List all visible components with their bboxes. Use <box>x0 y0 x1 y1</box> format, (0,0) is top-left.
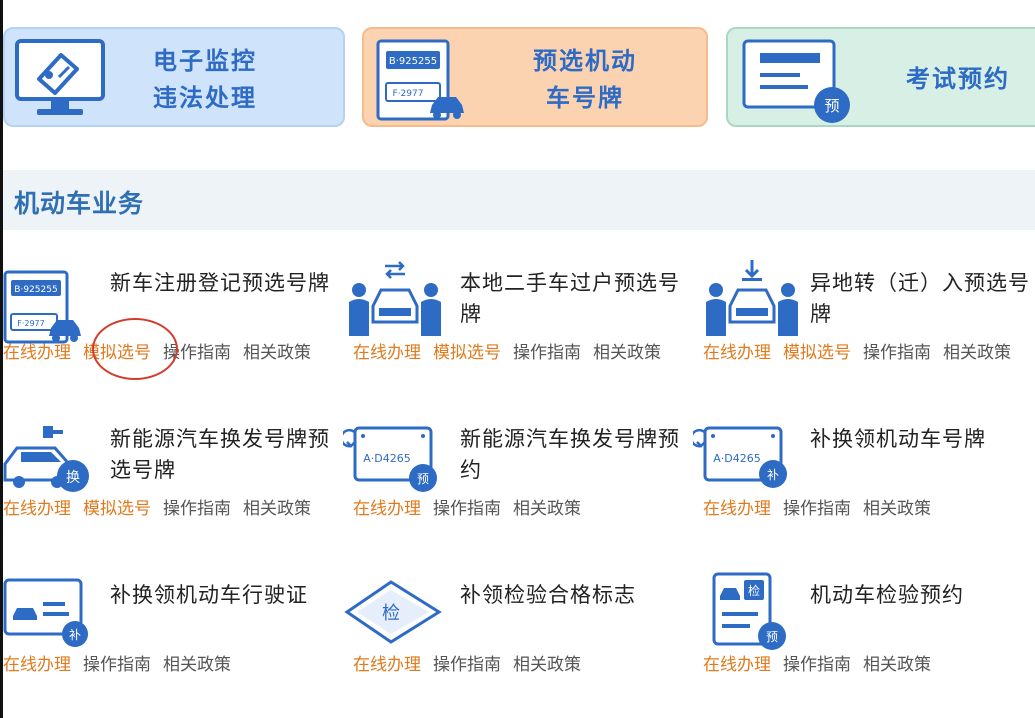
svc3-badge: 换 <box>66 469 80 486</box>
license-plate-icon: B·925255 F·2977 <box>376 39 464 121</box>
service-links-driving-license: 在线办理操作指南相关政策 <box>3 650 343 680</box>
section-header: 机动车业务 <box>3 170 1035 230</box>
service-title-ev-plate-booking[interactable]: 新能源汽车换发号牌预约 <box>460 427 680 482</box>
plate-bottom-text: F·2977 <box>393 89 424 99</box>
monitor-icon <box>15 39 105 115</box>
ev-car-icon: 换 <box>3 426 89 492</box>
car-relocate-icon <box>706 260 798 336</box>
svc0-plate-top: B·925255 <box>14 285 57 295</box>
plate-renew-booking-icon: A·D4265 预 <box>343 426 437 492</box>
link-online[interactable]: 在线办理 <box>3 499 71 519</box>
service-links-relocate: 在线办理模拟选号操作指南相关政策 <box>703 338 1035 368</box>
link-online[interactable]: 在线办理 <box>703 655 771 675</box>
service-title-relocate[interactable]: 异地转（迁）入预选号牌 <box>810 271 1030 326</box>
svc6-badge: 补 <box>69 628 81 642</box>
link-guide[interactable]: 操作指南 <box>163 343 231 363</box>
svc4-plate: A·D4265 <box>363 452 411 465</box>
link-online[interactable]: 在线办理 <box>703 343 771 363</box>
link-online[interactable]: 在线办理 <box>3 655 71 675</box>
link-guide[interactable]: 操作指南 <box>433 499 501 519</box>
card-monitor-line1: 电子监控 <box>153 47 257 75</box>
link-guide[interactable]: 操作指南 <box>863 343 931 363</box>
card-plate-line2: 车号牌 <box>546 84 624 112</box>
link-policy[interactable]: 相关政策 <box>243 499 311 519</box>
service-title-local-used-car[interactable]: 本地二手车过户预选号牌 <box>460 271 680 326</box>
service-title-plate-reissue[interactable]: 补换领机动车号牌 <box>810 427 986 451</box>
inspection-booking-icon: 检 预 <box>712 572 786 650</box>
driving-license-icon: 补 <box>3 578 88 647</box>
link-policy[interactable]: 相关政策 <box>863 499 931 519</box>
service-links-new-car: 在线办理模拟选号操作指南相关政策 <box>3 338 343 368</box>
link-policy[interactable]: 相关政策 <box>513 655 581 675</box>
inspection-sticker-icon: 检 <box>344 580 442 644</box>
section-title: 机动车业务 <box>14 189 145 218</box>
service-links-inspection-sticker: 在线办理操作指南相关政策 <box>353 650 693 680</box>
link-guide[interactable]: 操作指南 <box>783 655 851 675</box>
exam-booking-icon: 预 <box>742 39 850 123</box>
svc5-plate: A·D4265 <box>713 452 761 465</box>
link-guide[interactable]: 操作指南 <box>783 499 851 519</box>
plate-reissue-icon: A·D4265 补 <box>693 426 787 488</box>
license-plate-car-icon: B·925255 F·2977 <box>3 270 81 344</box>
car-transfer-icon <box>349 261 441 336</box>
link-policy[interactable]: 相关政策 <box>943 343 1011 363</box>
svc5-badge: 补 <box>767 468 779 482</box>
link-policy[interactable]: 相关政策 <box>513 499 581 519</box>
link-online[interactable]: 在线办理 <box>353 499 421 519</box>
service-title-ev-plate-preselect[interactable]: 新能源汽车换发号牌预选号牌 <box>110 427 330 482</box>
service-title-driving-license[interactable]: 补换领机动车行驶证 <box>110 583 308 607</box>
card-electronic-monitoring[interactable]: 电子监控 违法处理 <box>3 27 345 127</box>
service-links-plate-reissue: 在线办理操作指南相关政策 <box>703 494 1035 524</box>
link-simulate[interactable]: 模拟选号 <box>433 343 501 363</box>
link-online[interactable]: 在线办理 <box>703 499 771 519</box>
link-guide[interactable]: 操作指南 <box>83 655 151 675</box>
service-title-new-car[interactable]: 新车注册登记预选号牌 <box>110 271 330 295</box>
svc8-badge: 预 <box>766 630 778 644</box>
svc8-badge-top: 检 <box>748 583 760 598</box>
card-plate-preselect[interactable]: B·925255 F·2977 预选机动 车号牌 <box>362 27 708 127</box>
link-guide[interactable]: 操作指南 <box>513 343 581 363</box>
link-simulate[interactable]: 模拟选号 <box>83 499 151 519</box>
svc7-badge: 检 <box>382 603 400 624</box>
service-links-local-used-car: 在线办理模拟选号操作指南相关政策 <box>353 338 693 368</box>
link-online[interactable]: 在线办理 <box>353 655 421 675</box>
link-online[interactable]: 在线办理 <box>3 343 71 363</box>
svc4-badge: 预 <box>417 472 429 486</box>
link-guide[interactable]: 操作指南 <box>433 655 501 675</box>
service-links-ev-plate-preselect: 在线办理模拟选号操作指南相关政策 <box>3 494 343 524</box>
link-policy[interactable]: 相关政策 <box>243 343 311 363</box>
link-simulate[interactable]: 模拟选号 <box>83 343 151 363</box>
card-plate-line1: 预选机动 <box>533 47 637 75</box>
service-title-inspection-sticker[interactable]: 补领检验合格标志 <box>460 583 636 607</box>
link-policy[interactable]: 相关政策 <box>163 655 231 675</box>
link-policy[interactable]: 相关政策 <box>863 655 931 675</box>
link-simulate[interactable]: 模拟选号 <box>783 343 851 363</box>
service-links-ev-plate-booking: 在线办理操作指南相关政策 <box>353 494 693 524</box>
service-links-inspection-booking: 在线办理操作指南相关政策 <box>703 650 1035 680</box>
service-title-inspection-booking[interactable]: 机动车检验预约 <box>810 583 964 607</box>
exam-badge: 预 <box>824 97 839 115</box>
card-exam-booking[interactable]: 预 考试预约 <box>726 27 1035 127</box>
card-exam-label: 考试预约 <box>906 65 1010 93</box>
card-monitor-line2: 违法处理 <box>153 84 257 112</box>
link-guide[interactable]: 操作指南 <box>163 499 231 519</box>
svc0-plate-bottom: F·2977 <box>17 319 45 328</box>
link-online[interactable]: 在线办理 <box>353 343 421 363</box>
plate-top-text: B·925255 <box>389 56 437 67</box>
left-edge-line <box>0 0 3 718</box>
link-policy[interactable]: 相关政策 <box>593 343 661 363</box>
